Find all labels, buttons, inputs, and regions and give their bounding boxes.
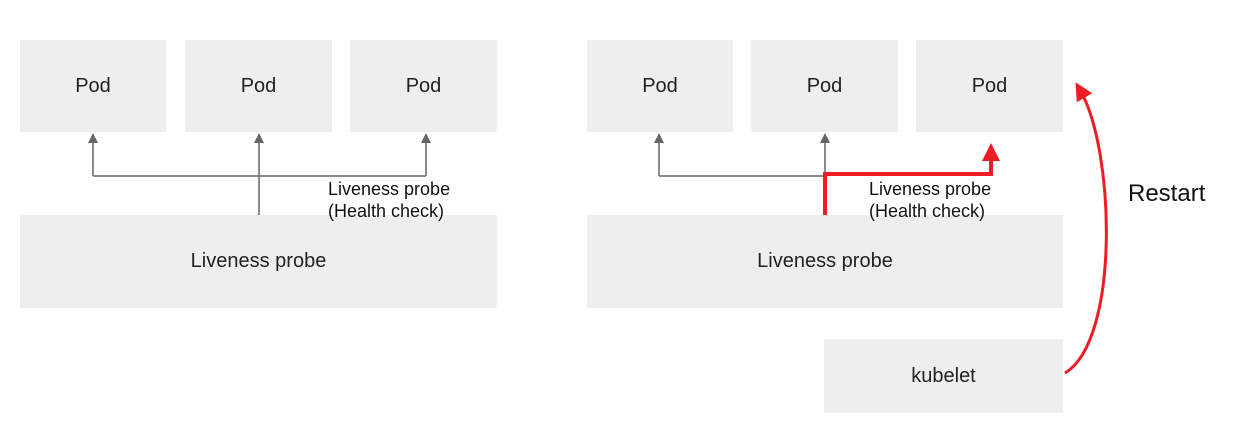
pod-label: Pod bbox=[642, 74, 678, 97]
probe-annotation-line2: (Health check) bbox=[869, 201, 986, 221]
kubelet-box: kubelet bbox=[824, 339, 1063, 413]
right-pod-1: Pod bbox=[587, 40, 733, 132]
restart-label: Restart bbox=[1128, 180, 1206, 207]
right-pod-3: Pod bbox=[916, 40, 1063, 132]
red-probe-path bbox=[823, 143, 1000, 215]
right-pod-2: Pod bbox=[751, 40, 898, 132]
probe-annotation-line2: (Health check) bbox=[328, 201, 445, 221]
pod-label: Pod bbox=[75, 74, 111, 97]
right-connectors bbox=[654, 133, 830, 177]
probe-annotation-line1: Liveness probe bbox=[328, 179, 451, 199]
pod-label: Pod bbox=[971, 74, 1008, 97]
pod-label: Pod bbox=[405, 74, 442, 97]
left-pod-2: Pod bbox=[185, 40, 332, 132]
right-liveness-probe-box: Liveness probe bbox=[587, 215, 1063, 308]
probe-box-label: Liveness probe bbox=[190, 250, 327, 272]
left-pod-3: Pod bbox=[350, 40, 497, 132]
pod-label: Pod bbox=[240, 74, 277, 97]
left-probe-annotation: Liveness probe (Health check) bbox=[328, 178, 450, 222]
restart-arrow bbox=[1064, 82, 1108, 375]
probe-annotation-line1: Liveness probe bbox=[869, 179, 992, 199]
right-probe-annotation: Liveness probe (Health check) bbox=[869, 178, 991, 222]
probe-box-label: Liveness probe bbox=[757, 250, 893, 272]
pod-label: Pod bbox=[806, 74, 843, 97]
kubelet-label: kubelet bbox=[911, 364, 976, 387]
left-liveness-probe-box: Liveness probe bbox=[20, 215, 497, 308]
left-pod-1: Pod bbox=[20, 40, 166, 132]
left-connectors bbox=[88, 133, 431, 215]
